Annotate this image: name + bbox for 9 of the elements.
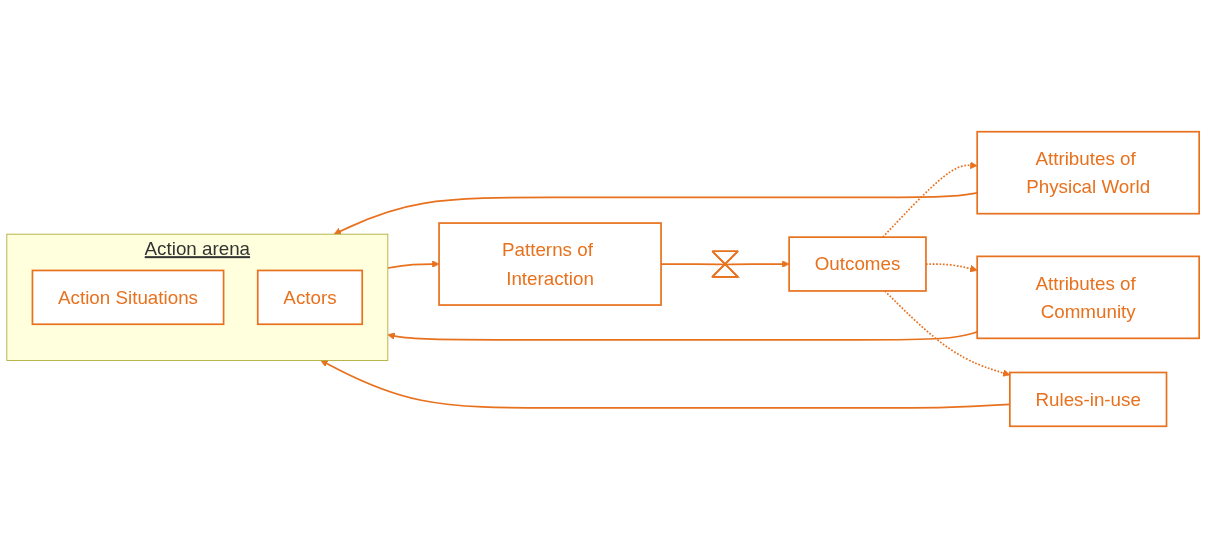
node-box: Outcomes	[788, 236, 927, 292]
arrow	[882, 161, 978, 238]
node-box: Action Situations	[31, 269, 225, 326]
arrow	[386, 260, 440, 269]
node-box: Rules-in-use	[1009, 371, 1168, 428]
node-box: Attributes of Physical World	[976, 130, 1201, 215]
node-box: Actors	[256, 269, 364, 326]
node-box: Patterns of Interaction	[438, 222, 662, 306]
node-box: Attributes of Community	[976, 255, 1201, 340]
